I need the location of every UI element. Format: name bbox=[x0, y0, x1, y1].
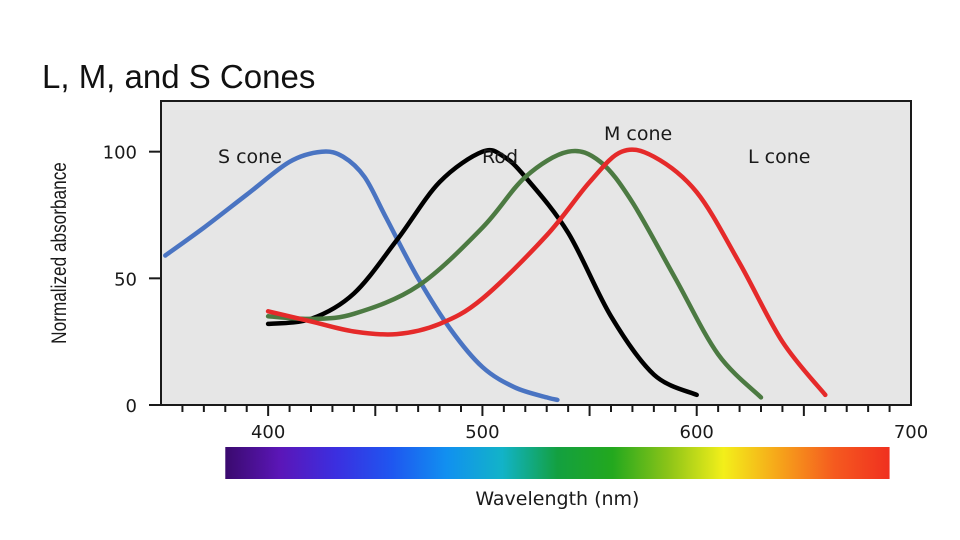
y-tick-label: 50 bbox=[114, 269, 137, 290]
curve-rod bbox=[265, 147, 699, 398]
chart-labels: S cone Rod M cone L cone bbox=[218, 123, 810, 168]
x-tick-label: 700 bbox=[894, 422, 928, 443]
y-tick-label: 0 bbox=[126, 396, 137, 417]
series-curves bbox=[163, 147, 828, 403]
x-axis-title: Wavelength (nm) bbox=[475, 488, 639, 510]
x-tick-label: 500 bbox=[465, 422, 499, 443]
curve-l-cone bbox=[265, 147, 828, 398]
x-tick-label: 400 bbox=[251, 422, 285, 443]
plot-area bbox=[160, 100, 912, 406]
series-label-m-cone: M cone bbox=[604, 123, 672, 145]
slide-title: L, M, and S Cones bbox=[42, 58, 316, 95]
series-label-l-cone: L cone bbox=[748, 146, 810, 168]
curve-m-cone bbox=[265, 148, 764, 400]
spectrum-color-bar bbox=[225, 447, 890, 479]
series-label-rod: Rod bbox=[482, 146, 518, 168]
series-label-s-cone: S cone bbox=[218, 146, 282, 168]
y-axis-title: Normalized absorbance bbox=[49, 162, 72, 344]
x-tick-label: 600 bbox=[680, 422, 714, 443]
y-tick-label: 100 bbox=[103, 143, 137, 164]
curve-s-cone bbox=[163, 149, 560, 403]
axes: 0 50 100 400 500 600 700 bbox=[103, 143, 929, 443]
